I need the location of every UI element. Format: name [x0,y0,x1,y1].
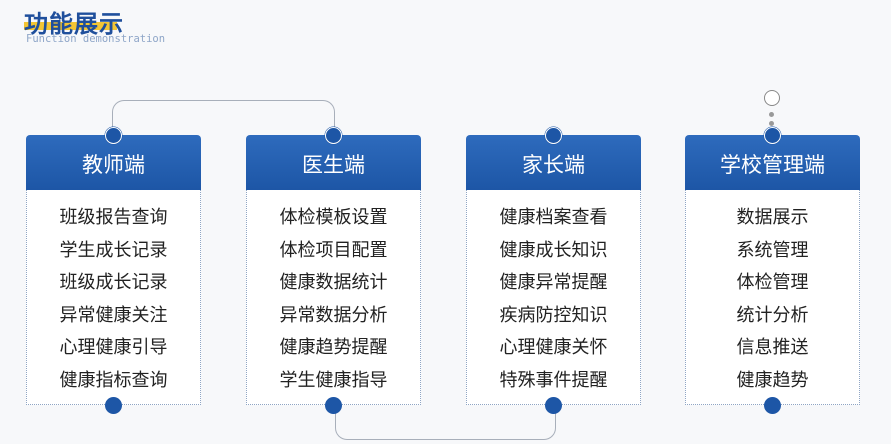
page-subtitle: Function demonstration [26,33,166,45]
node-dot [545,127,562,144]
node-dot [764,397,781,414]
feature-item: 健康趋势 [736,369,809,391]
feature-item: 健康数据统计 [279,272,388,293]
card-body: 体检模板设置体检项目配置健康数据统计异常数据分析健康趋势提醒学生健康指导 [246,190,421,405]
title-highlight [24,22,117,30]
card-teacher: 教师端班级报告查询学生成长记录班级成长记录异常健康关注心理健康引导健康指标查询 [26,135,201,405]
feature-item: 统计分析 [736,304,809,326]
feature-item: 异常健康关注 [59,304,168,326]
card-header: 家长端 [466,135,641,190]
connector-bottom [335,400,556,440]
node-dot [325,397,342,414]
card-parent: 家长端健康档案查看健康成长知识健康异常提醒疾病防控知识心理健康关怀特殊事件提醒 [466,135,641,405]
card-body: 健康档案查看健康成长知识健康异常提醒疾病防控知识心理健康关怀特殊事件提醒 [466,190,641,405]
feature-item: 心理健康关怀 [499,337,608,358]
feature-item: 班级成长记录 [59,272,168,293]
feature-item: 心理健康引导 [59,337,168,358]
feature-item: 疾病防控知识 [499,304,608,326]
node-dot [105,397,122,414]
feature-item: 学生健康指导 [279,369,388,391]
feature-item: 学生成长记录 [59,239,168,261]
connector-top [112,100,335,140]
feature-item: 异常数据分析 [279,304,388,326]
feature-item: 体检模板设置 [279,207,388,228]
feature-item: 体检管理 [736,272,809,293]
node-dot [764,127,781,144]
node-dot [105,127,122,144]
card-header: 医生端 [246,135,421,190]
node-dot [545,397,562,414]
feature-item: 数据展示 [736,207,809,228]
feature-item: 健康趋势提醒 [279,337,388,358]
card-body: 班级报告查询学生成长记录班级成长记录异常健康关注心理健康引导健康指标查询 [26,190,201,405]
open-circle-icon [764,90,780,106]
feature-item: 健康指标查询 [59,369,168,391]
card-header: 教师端 [26,135,201,190]
page-title: 功能展示 [24,10,124,38]
feature-item: 健康档案查看 [499,207,608,228]
feature-item: 系统管理 [736,239,809,261]
feature-item: 健康异常提醒 [499,272,608,293]
card-header: 学校管理端 [685,135,860,190]
card-body: 数据展示系统管理体检管理统计分析信息推送健康趋势 [685,190,860,405]
feature-item: 体检项目配置 [279,239,388,261]
feature-item: 健康成长知识 [499,239,608,261]
feature-item: 信息推送 [736,337,809,358]
node-dot [325,127,342,144]
card-school: 学校管理端数据展示系统管理体检管理统计分析信息推送健康趋势 [685,135,860,405]
small-dot [769,112,774,117]
feature-item: 特殊事件提醒 [499,369,608,391]
small-dot [769,121,774,126]
feature-item: 班级报告查询 [59,207,168,228]
card-doctor: 医生端体检模板设置体检项目配置健康数据统计异常数据分析健康趋势提醒学生健康指导 [246,135,421,405]
